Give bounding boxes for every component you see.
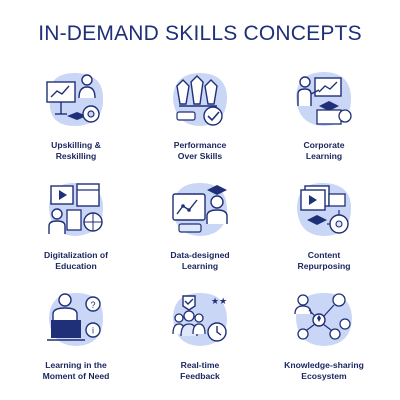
concept-card-upskilling: Upskilling & Reskilling [14, 62, 138, 172]
svg-text:★★: ★★ [211, 297, 227, 307]
concept-label: Content Repurposing [297, 250, 351, 271]
feedback-clock-icon: ★★ [172, 293, 227, 346]
concept-label: Upskilling & Reskilling [51, 140, 101, 161]
concept-label: Digitalization of Education [44, 250, 108, 271]
concept-label: Data-designed Learning [170, 250, 230, 271]
concept-label: Performance Over Skills [173, 140, 227, 161]
chart-graduate-icon [172, 183, 228, 236]
people-network-icon [294, 293, 352, 346]
content-network-icon [297, 182, 351, 236]
concept-card-performance: Performance Over Skills [138, 62, 262, 172]
concept-card-content: Content Repurposing [262, 172, 386, 282]
concept-label: Corporate Learning [303, 140, 345, 161]
concept-card-data-designed: Data-designed Learning [138, 172, 262, 282]
concept-card-moment-of-need: ? i Learning in the Moment of Need [14, 282, 138, 392]
raised-hands-check-icon [173, 73, 227, 126]
laptop-learner-icon: ? i [47, 293, 103, 346]
svg-text:i: i [92, 326, 94, 336]
concept-card-corporate: Corporate Learning [262, 62, 386, 172]
svg-text:?: ? [90, 300, 95, 310]
concept-card-knowledge-sharing: Knowledge-sharing Ecosystem [262, 282, 386, 392]
concept-label: Learning in the Moment of Need [42, 360, 110, 381]
concept-card-real-time-feedback: ★★ Real-time Feedback [138, 282, 262, 392]
teacher-board-icon [296, 72, 352, 126]
presentation-gear-icon [46, 72, 104, 127]
concept-label: Real-time Feedback [180, 360, 220, 381]
video-lesson-icon [48, 182, 103, 236]
page-title: IN-DEMAND SKILLS CONCEPTS [38, 22, 362, 45]
concept-card-digitalization: Digitalization of Education [14, 172, 138, 282]
concept-grid: Upskilling & Reskilling Performance Over… [14, 62, 386, 382]
concept-label: Knowledge-sharing Ecosystem [284, 360, 364, 381]
